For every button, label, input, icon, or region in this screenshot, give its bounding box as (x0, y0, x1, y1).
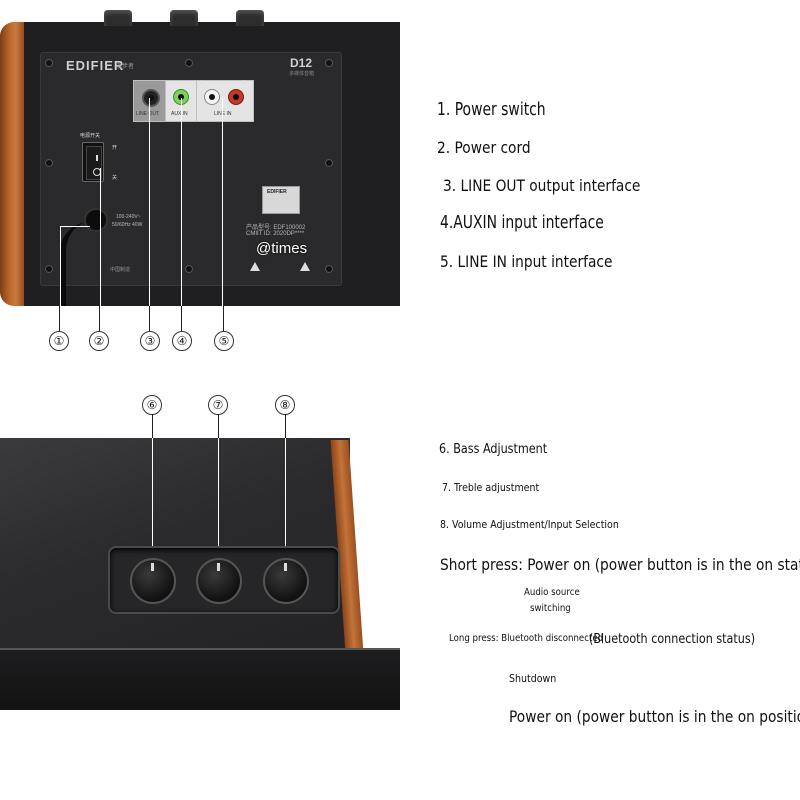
callout-number-6: ⑥ (142, 395, 162, 415)
made-in-text: 中国制造 (110, 267, 131, 273)
callout-line (223, 306, 224, 331)
top-knob-edge (170, 10, 198, 26)
brand-cn: 漫步者 (116, 64, 135, 70)
screw (186, 266, 192, 272)
callout-line (60, 226, 90, 227)
callout-number-7: ⑦ (208, 395, 228, 415)
watermark: @times (256, 240, 308, 257)
callout-line (149, 98, 150, 306)
callout-line (152, 414, 153, 438)
power-switch-cn-label: 电源开关 (80, 133, 101, 139)
callout-line (181, 306, 182, 331)
bass-knob[interactable] (130, 558, 176, 604)
cmiit-text: CMIIT ID: 2020DP**** (246, 231, 305, 237)
left-channel-label: L (200, 80, 203, 86)
wood-side-panel (0, 22, 26, 306)
line-in-right-jack (228, 89, 244, 105)
certification-sticker: EDIFIER (262, 186, 300, 214)
switch-on-label: 开 (112, 145, 118, 151)
label-power-switch: 1. Power switch (437, 99, 546, 120)
label-volume: 8. Volume Adjustment/Input Selection (440, 518, 619, 531)
callout-number-2: ② (89, 331, 109, 351)
label-shutdown: Shutdown (509, 672, 557, 685)
callout-number-3: ③ (140, 331, 160, 351)
screw (46, 60, 52, 66)
power-cord-socket (84, 208, 108, 232)
callout-line (100, 168, 101, 306)
treble-knob[interactable] (196, 558, 242, 604)
label-bt-status: (Bluetooth connection status) (589, 632, 756, 647)
line-in-left-jack (204, 89, 220, 105)
brand-logo: EDIFIER (66, 58, 125, 73)
callout-line (218, 414, 219, 438)
aux-in-label: AUX IN (171, 111, 188, 117)
warning-icon (300, 262, 310, 271)
callout-line (285, 438, 286, 564)
top-controls-image (0, 438, 400, 710)
label-power-cord: 2. Power cord (437, 138, 531, 157)
callout-line (60, 226, 61, 306)
frequency-text: 50/60Hz 40W (112, 222, 143, 228)
label-audio-source-1: Audio source (524, 587, 580, 598)
screw (46, 266, 52, 272)
model-subtitle: 多媒体音箱 (289, 71, 315, 77)
label-line-out: 3. LINE OUT output interface (443, 176, 641, 195)
callout-number-4: ④ (172, 331, 192, 351)
label-line-in: 5. LINE IN input interface (440, 252, 613, 271)
warning-icon (250, 262, 260, 271)
label-bass: 6. Bass Adjustment (439, 442, 548, 457)
voltage-text: 100-240V~ (116, 214, 141, 220)
right-channel-label: R (243, 80, 247, 86)
screw (326, 266, 332, 272)
line-out-jack (142, 89, 160, 107)
callout-number-1: ① (49, 331, 69, 351)
screw (186, 60, 192, 66)
switch-off-label: 关 (112, 175, 118, 181)
callout-line (152, 438, 153, 564)
label-treble: 7. Treble adjustment (442, 481, 540, 494)
label-power-on: Power on (power button is in the on posi… (509, 707, 800, 726)
callout-line (218, 438, 219, 564)
label-aux-in: 4.AUXIN input interface (440, 212, 604, 233)
volume-knob[interactable] (263, 558, 309, 604)
callout-line (99, 306, 100, 331)
speaker-front-face (0, 648, 400, 710)
label-long-press: Long press: Bluetooth disconnected (449, 633, 604, 644)
rear-panel-image: EDIFIER 漫步者 D12 多媒体音箱 LINE OUT AUX IN LI… (0, 0, 400, 306)
screw (46, 160, 52, 166)
screw (326, 160, 332, 166)
label-short-press: Short press: Power on (power button is i… (440, 555, 800, 574)
product-model-text: 产品型号: EDF100002 (246, 225, 306, 231)
callout-number-5: ⑤ (214, 331, 234, 351)
power-switch[interactable] (82, 142, 104, 182)
line-in-port-box (196, 80, 254, 122)
label-audio-source-2: switching (530, 603, 571, 614)
line-out-label: LINE OUT (136, 111, 160, 117)
callout-line (222, 98, 223, 306)
top-knob-edge (104, 10, 132, 26)
callout-line (149, 306, 150, 331)
callout-number-8: ⑧ (275, 395, 295, 415)
callout-line (181, 98, 182, 306)
speaker-top-surface (0, 438, 350, 648)
top-knob-edge (236, 10, 264, 26)
screw (326, 60, 332, 66)
callout-line (59, 306, 60, 331)
callout-line (285, 414, 286, 438)
power-cord (60, 222, 96, 306)
model-name: D12 (290, 56, 313, 70)
